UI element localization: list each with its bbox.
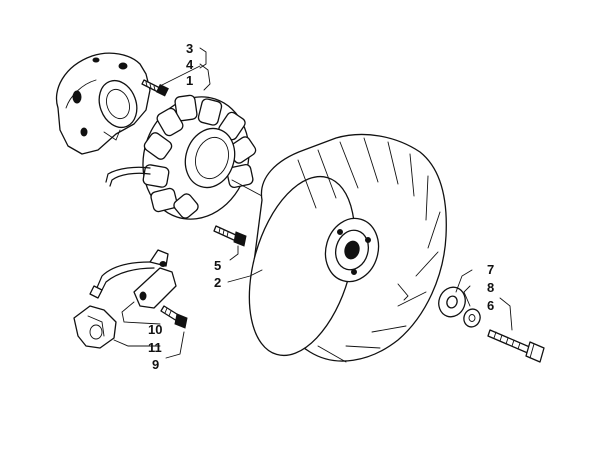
- flywheel: [248, 133, 447, 363]
- callout-3: 3: [186, 41, 193, 56]
- callout-1: 1: [186, 73, 193, 88]
- lock-washer: [463, 308, 481, 328]
- flywheel-fins: [297, 137, 441, 363]
- stator-lead-wire: [105, 166, 151, 183]
- callout-9: 9: [152, 357, 159, 372]
- callout-8: 8: [487, 280, 494, 295]
- flywheel-bolt: [487, 329, 545, 363]
- pickup-cover: [73, 305, 117, 349]
- callout-2: 2: [214, 275, 221, 290]
- stator-coil: [105, 94, 257, 220]
- washer: [438, 286, 466, 318]
- callout-leader-lines: [113, 47, 513, 359]
- stator-plate: [55, 52, 151, 155]
- screw-pickup: [160, 305, 188, 329]
- callout-7: 7: [487, 262, 494, 277]
- callout-10: 10: [148, 322, 162, 337]
- callout-6: 6: [487, 298, 494, 313]
- callout-4: 4: [186, 57, 194, 72]
- callout-11: 11: [148, 340, 162, 355]
- screw-stator-plate: [141, 79, 169, 97]
- callout-labels: 3 4 1 5 2 7 8 6 10 11 9: [148, 41, 494, 372]
- pickup-coil: [89, 249, 177, 309]
- screw-stator: [213, 225, 247, 247]
- center-axis-line: [231, 179, 263, 197]
- callout-5: 5: [214, 258, 221, 273]
